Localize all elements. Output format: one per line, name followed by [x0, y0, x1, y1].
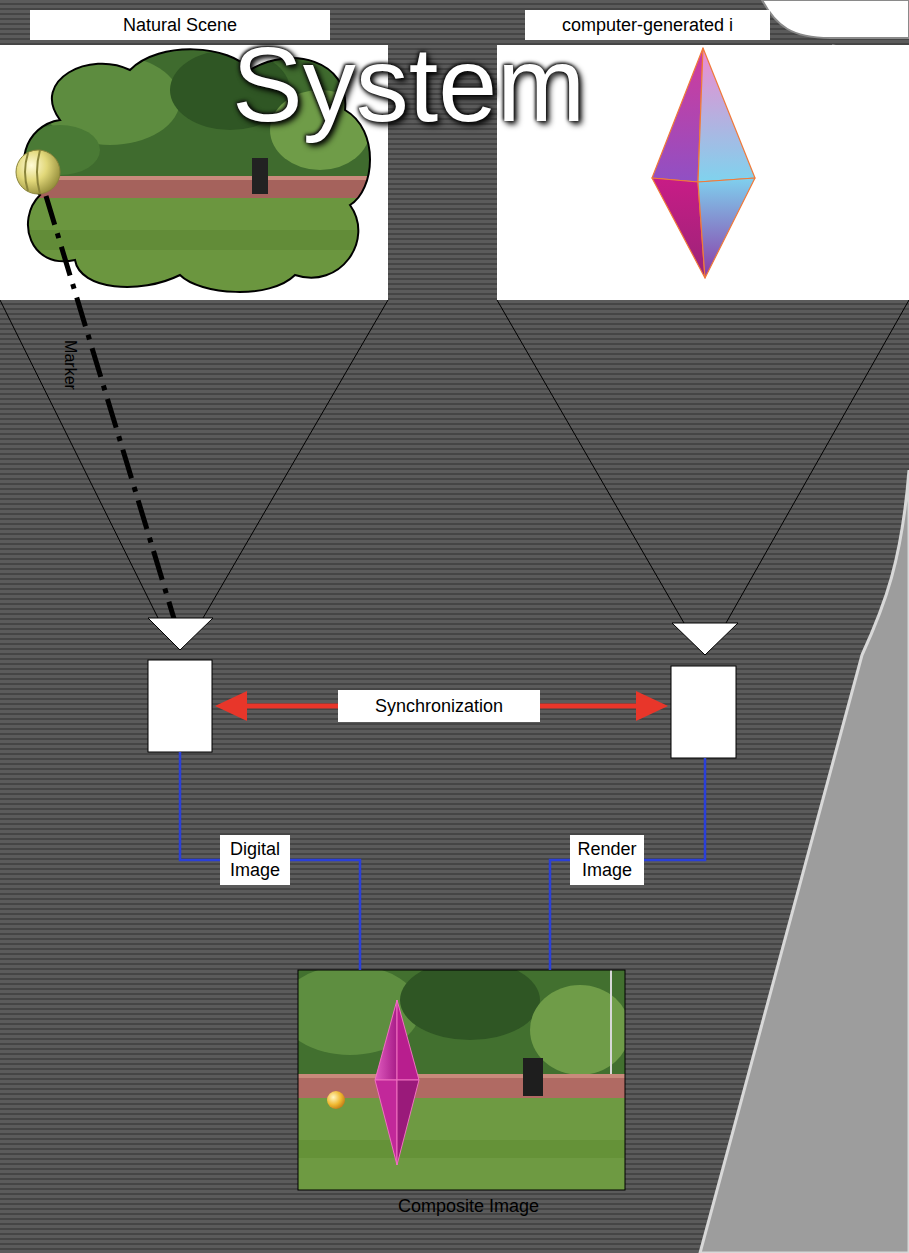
- box-label: Render Image: [576, 839, 638, 880]
- caption: Composite Image: [298, 1196, 639, 1217]
- composite-photo: [298, 970, 625, 1190]
- marker-ball: [16, 150, 60, 194]
- composite-frame: [298, 970, 625, 1190]
- virtual-camera-body: [671, 666, 736, 758]
- corner-panel: [762, 0, 909, 38]
- box-label: Natural Scene: [123, 15, 237, 36]
- panel-heading: Natural Scene: [30, 10, 330, 40]
- camera-body: [148, 660, 212, 752]
- camera-lens: [148, 618, 213, 650]
- image-connector: [290, 860, 360, 970]
- virtual-camera-lens: [672, 623, 738, 655]
- image-label-box: Render Image: [570, 835, 644, 885]
- sync-label-box: Synchronization: [338, 690, 540, 722]
- composite-image: Composite Image: [298, 970, 639, 1217]
- cg-diamond: [652, 48, 755, 278]
- render-wire: [636, 758, 705, 860]
- title: System: [232, 31, 585, 137]
- box-label: computer-generated i: [562, 15, 733, 36]
- digital-wire: [180, 752, 224, 860]
- image-label-box: Digital Image: [220, 835, 290, 885]
- side-panel: [700, 470, 909, 1253]
- box-label: Synchronization: [375, 696, 503, 717]
- marker-line: [46, 196, 175, 622]
- marker-label: Marker: [61, 340, 79, 390]
- projection-lines: [0, 300, 909, 623]
- box-label: Digital Image: [226, 839, 284, 880]
- panel-heading: computer-generated i: [525, 10, 770, 40]
- sync-arrow: [215, 691, 668, 721]
- image-connector: [550, 860, 570, 970]
